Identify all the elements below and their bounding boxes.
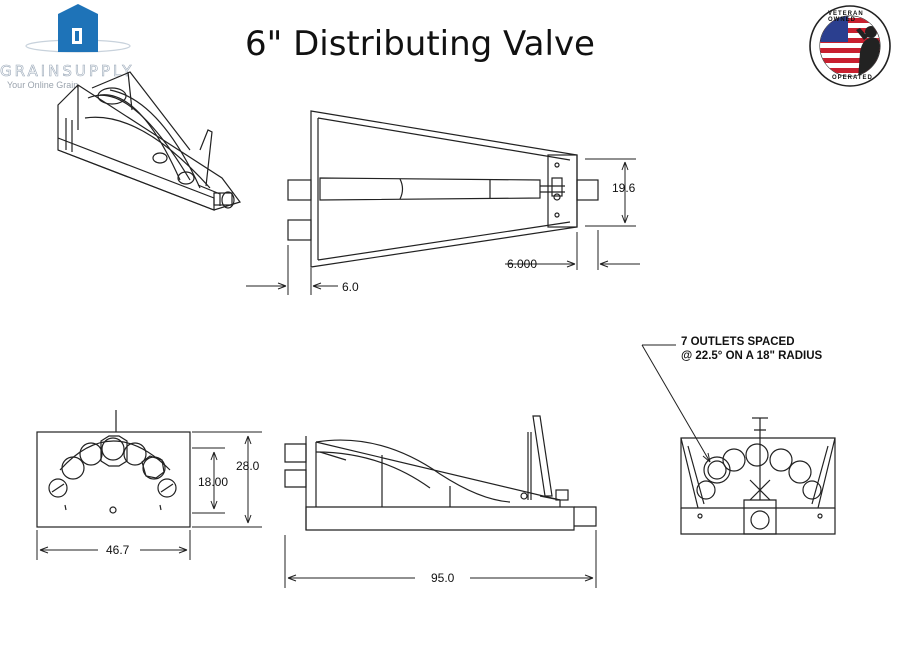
top-view — [287, 110, 599, 268]
dim-top-offset: 6.0 — [342, 280, 359, 294]
side-view-dimensions — [284, 530, 597, 588]
end-view — [36, 410, 191, 528]
dim-side-length: 95.0 — [431, 571, 455, 585]
badge-bottom-text: OPERATED — [832, 75, 873, 81]
page-title: 6" Distributing Valve — [245, 24, 595, 64]
company-logo: GRAINSUPPLY Your Online Grain — [0, 0, 160, 95]
side-view — [284, 415, 597, 531]
dim-end-width: 46.7 — [106, 543, 130, 557]
top-view-dimensions — [246, 158, 640, 295]
outlet-note-line2: @ 22.5° ON A 18" RADIUS — [681, 350, 823, 362]
flag-seal-icon — [809, 5, 891, 87]
badge-top-text: VETERAN OWNED — [828, 11, 864, 23]
isometric-view — [57, 71, 241, 211]
veteran-owned-badge: VETERAN OWNED OPERATED — [808, 4, 892, 88]
dim-top-height: 19.6 — [612, 181, 636, 195]
outlet-note: 7 OUTLETS SPACED @ 22.5° ON A 18" RADIUS — [681, 335, 822, 363]
silo-icon — [25, 4, 131, 53]
outlet-note-line1: 7 OUTLETS SPACED — [681, 336, 795, 348]
logo-name: GRAINSUPPLY — [0, 62, 135, 81]
dim-end-height: 28.0 — [236, 459, 260, 473]
outlet-note-leader — [641, 344, 711, 463]
dim-end-inner: 18.00 — [198, 475, 228, 489]
outlet-end-view — [680, 417, 836, 535]
logo-tagline: Your Online Grain — [7, 80, 79, 90]
end-view-dimensions — [36, 431, 262, 560]
dim-top-width: 6.000 — [507, 257, 537, 271]
